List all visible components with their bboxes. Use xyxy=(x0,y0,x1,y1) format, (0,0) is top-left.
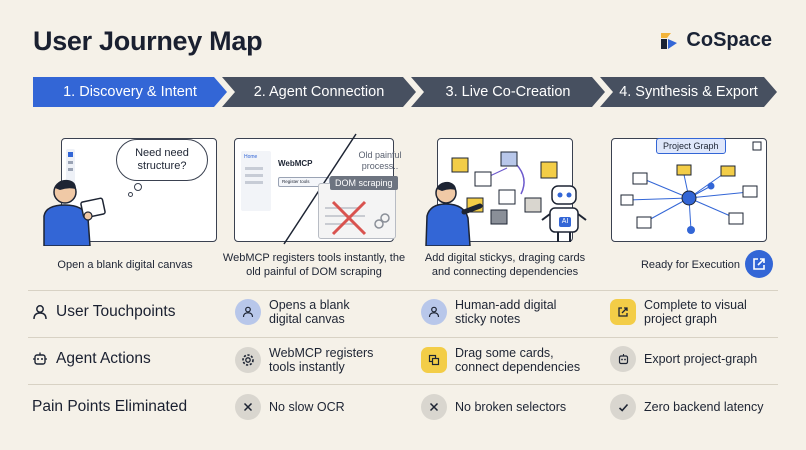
x-icon xyxy=(421,394,447,420)
sidebar-label: Home xyxy=(244,154,258,160)
robot-icon xyxy=(33,352,47,365)
thought-bubble: Need need structure? xyxy=(116,139,208,181)
thought-dot xyxy=(128,192,133,197)
robot-icon xyxy=(610,346,636,372)
page-title: User Journey Map xyxy=(33,26,263,56)
copy-icon xyxy=(421,347,447,373)
external-link-icon xyxy=(753,258,765,270)
brand-name: CoSpace xyxy=(686,29,772,51)
cell-agent-cocreation: Drag some cards, connect dependencies xyxy=(421,346,595,374)
phase-live-co-creation[interactable]: 3. Live Co-Creation xyxy=(411,77,605,107)
ready-for-execution-button[interactable] xyxy=(745,250,773,278)
old-scraping-window xyxy=(318,183,396,239)
row-label-agent-actions: Agent Actions xyxy=(32,350,151,368)
discovery-caption: Open a blank digital canvas xyxy=(57,259,193,271)
person-illustration xyxy=(425,181,483,246)
row-label-pain-points: Pain Points Eliminated xyxy=(32,398,188,415)
robot-label: AI xyxy=(559,217,571,227)
cell-touchpoint-discovery: Opens a blank digital canvas xyxy=(235,298,381,326)
synthesis-caption: Ready for Execution xyxy=(640,259,740,271)
cell-agent-synthesis: Export project-graph xyxy=(610,346,784,372)
cell-pain-synthesis: Zero backend latency xyxy=(610,394,764,420)
user-icon xyxy=(421,299,447,325)
robot-illustration xyxy=(541,185,587,242)
agent-caption: WebMCP registers tools instantly, the ol… xyxy=(222,252,406,278)
cross-out-icon xyxy=(325,200,390,236)
register-tools-button[interactable]: Register tools xyxy=(278,177,330,187)
phase-bar: 1. Discovery & Intent 2. Agent Connectio… xyxy=(33,77,777,107)
gear-icon xyxy=(235,347,261,373)
row-divider xyxy=(28,337,778,338)
phase-discovery[interactable]: 1. Discovery & Intent xyxy=(33,77,227,107)
phase-agent-connection[interactable]: 2. Agent Connection xyxy=(222,77,416,107)
toolbar-strip xyxy=(66,149,75,199)
project-graph-title: Project Graph xyxy=(656,138,726,154)
external-link-icon xyxy=(610,299,636,325)
row-label-user-touchpoints: User Touchpoints xyxy=(32,303,175,321)
cell-agent-connection: WebMCP registers tools instantly xyxy=(235,346,389,374)
project-graph-illustration xyxy=(620,141,762,234)
check-icon xyxy=(610,394,636,420)
cell-touchpoint-synthesis: Complete to visual project graph xyxy=(610,298,784,326)
cospace-logo-icon xyxy=(661,32,678,49)
window-title: WebMCP xyxy=(278,159,313,168)
old-process-note: Old painful process.. xyxy=(358,150,402,171)
user-icon xyxy=(235,299,261,325)
phase-synthesis-export[interactable]: 4. Synthesis & Export xyxy=(600,77,777,107)
cocreation-caption: Add digital stickys, draging cards and c… xyxy=(424,252,586,278)
x-icon xyxy=(235,394,261,420)
person-with-tablet-illustration xyxy=(43,179,106,246)
row-divider xyxy=(28,384,778,385)
dom-scraping-tag: DOM scraping xyxy=(330,176,398,190)
row-divider xyxy=(28,290,778,291)
thought-dot xyxy=(134,183,142,191)
brand: CoSpace xyxy=(658,29,772,52)
cell-pain-connection: No slow OCR xyxy=(235,394,345,420)
cell-pain-cocreation: No broken selectors xyxy=(421,394,566,420)
cell-touchpoint-cocreation: Human-add digital sticky notes xyxy=(421,298,585,326)
sticky-board-illustration xyxy=(451,151,558,225)
user-icon xyxy=(33,305,47,320)
